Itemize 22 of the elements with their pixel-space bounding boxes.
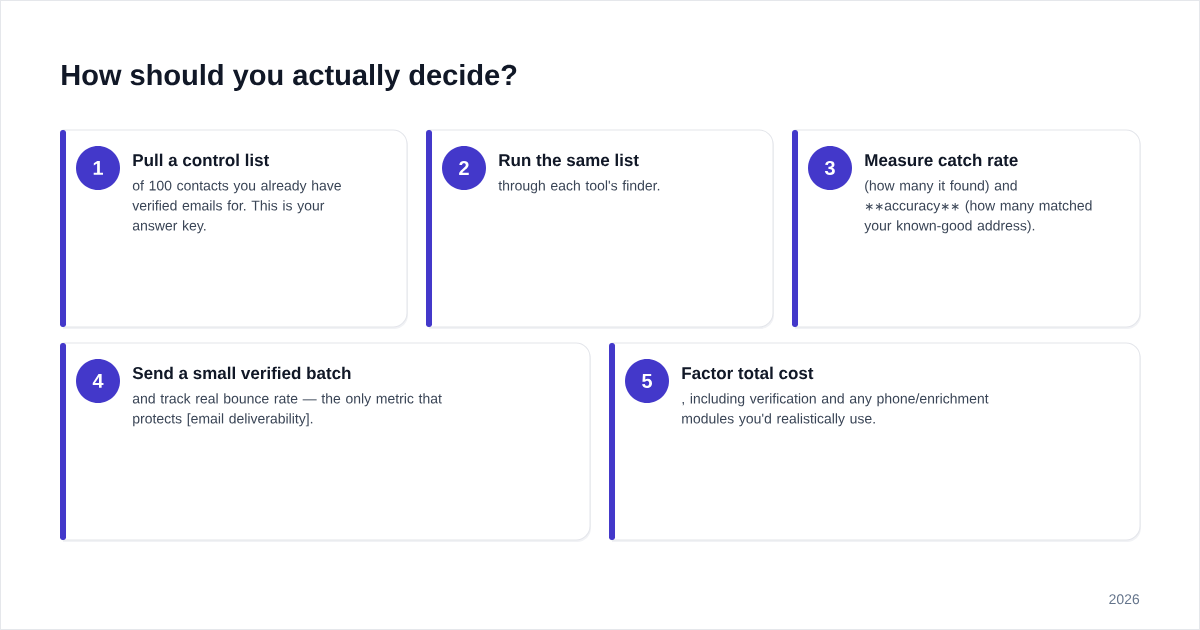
step-title: Factor total cost	[682, 366, 814, 380]
step-card	[60, 129, 408, 329]
step-number-badge: 1	[76, 146, 120, 190]
step-card	[60, 342, 591, 542]
step-description: of 100 contacts you already have verified emails for. This is your answer key.	[132, 180, 341, 234]
step-description: , including verification and any phone/enrichment modules you'd realistically use.	[682, 393, 989, 427]
step-number-badge: 3	[808, 146, 852, 190]
step-title: Pull a control list	[133, 153, 270, 167]
step-description: and track real bounce rate — the only metric that protects [email deliverability].	[132, 393, 442, 427]
step-number-badge: 2	[442, 146, 486, 190]
step-card	[609, 342, 1141, 542]
step-card	[792, 129, 1141, 329]
step-title: Run the same list	[499, 153, 639, 167]
step-title: Send a small verified batch	[132, 366, 351, 380]
year: 2026	[1109, 594, 1140, 605]
page-title: How should you actually decide?	[62, 63, 517, 91]
step-title: Measure catch rate	[865, 153, 1018, 167]
step-number-badge: 4	[76, 359, 120, 403]
step-description: through each tool's finder.	[498, 180, 660, 194]
step-description: (how many it found) and ∗∗accuracy∗∗ (how many matched your known-good address).	[864, 180, 1092, 234]
step-card	[426, 129, 774, 329]
step-number-badge: 5	[625, 359, 669, 403]
